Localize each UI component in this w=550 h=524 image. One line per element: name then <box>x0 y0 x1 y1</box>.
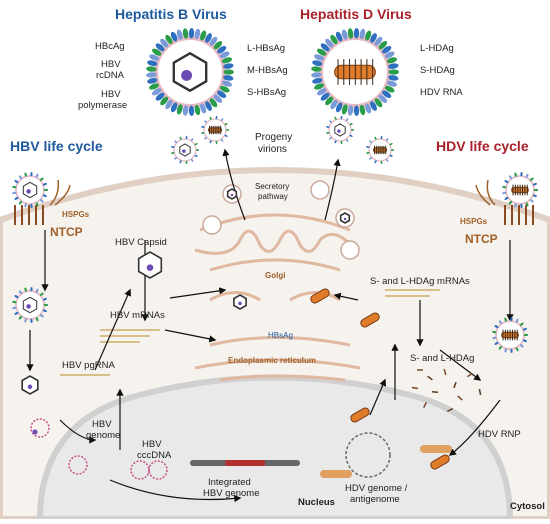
entering-hbv-icon <box>12 171 49 209</box>
hdag-protein-mark <box>423 401 427 409</box>
integrated-label-line2: HBV genome <box>203 488 260 499</box>
golgi-vesicle <box>340 240 360 260</box>
hbsag-label: HBsAg <box>268 331 293 340</box>
hbv-capsid-label: HBV Capsid <box>115 237 167 248</box>
hdv-life-cycle-title: HDV life cycle <box>436 138 529 154</box>
ntcp-receptor-left <box>14 205 44 225</box>
genome-polymerase-dot <box>32 429 38 435</box>
hspgs-right-label: HSPGs <box>460 217 488 226</box>
legend-polymerase-line1: HBV <box>101 89 121 100</box>
endoplasmic-reticulum <box>194 336 361 382</box>
golgi-capsid-icon <box>339 212 351 224</box>
hdv-genome-label-line2: antigenome <box>350 494 400 505</box>
rnp-icon <box>350 407 370 423</box>
hbv-mrnas-label: HBV mRNAs <box>110 310 165 321</box>
ntcp-receptor-right <box>504 205 534 225</box>
er-label: Endoplasmic reticulum <box>228 356 317 365</box>
legend-l-hdag: L-HDAg <box>420 43 454 54</box>
budding-rnp-icon <box>310 288 330 304</box>
progeny-label-line1: Progeny <box>255 132 293 143</box>
hdag-protein-mark <box>478 388 482 396</box>
hbv-genome-icon <box>68 455 88 475</box>
hspg-right <box>475 179 496 206</box>
legend-polymerase-line2: polymerase <box>78 100 128 111</box>
integrated-segment <box>225 460 265 466</box>
progeny-hbv-icon <box>326 115 355 145</box>
golgi-label: Golgi <box>265 271 286 280</box>
cccdna-circle <box>148 460 168 480</box>
legend-l-hbsag: L-HBsAg <box>247 43 286 54</box>
golgi-vesicle <box>202 215 222 235</box>
hbv-genome-icon <box>30 418 50 438</box>
hdag-protein-mark <box>453 381 457 389</box>
hdv-mrna-strands <box>385 289 440 297</box>
legend-hbcag: HBcAg <box>95 41 125 52</box>
hspgs-left-label: HSPGs <box>62 210 90 219</box>
hbv-particle-icon <box>146 28 234 116</box>
hdv-genome-circle <box>345 432 391 478</box>
progeny-hdv-icon <box>366 135 395 165</box>
hdv-mrna-rod <box>320 470 352 478</box>
hspg-left <box>49 179 71 206</box>
hdv-genome-label-line1: HDV genome / <box>345 483 408 494</box>
hdv-mrna-rod <box>420 445 452 453</box>
legend-s-hbsag: S-HBsAg <box>247 87 287 98</box>
hdv-virus-title: Hepatitis D Virus <box>300 6 412 22</box>
hdag-protein-mark <box>457 395 463 401</box>
legend-s-hdag: S-HDAg <box>420 65 455 76</box>
entering-hdv-icon <box>502 171 539 209</box>
endosome-hbv-icon <box>12 286 49 324</box>
rnp-icon <box>360 312 380 328</box>
legend-rcdna-line1: HBV <box>101 59 121 70</box>
progeny-hbv-icon <box>171 135 200 165</box>
legend-rcdna-line2: rcDNA <box>96 70 124 81</box>
ntcp-left-label: NTCP <box>50 225 83 239</box>
integrated-label-line1: Integrated <box>208 477 251 488</box>
ntcp-right-label: NTCP <box>465 232 498 246</box>
cccdna-label-line1: HBV <box>142 439 162 450</box>
hbv-pgrna-label: HBV pgRNA <box>62 360 115 371</box>
hdag-protein-mark <box>467 372 473 378</box>
progeny-label-line2: virions <box>258 144 287 155</box>
hbv-genome-label-line2: genome <box>86 430 121 441</box>
hdag-protein-mark <box>431 390 439 394</box>
cytosol-label: Cytosol <box>510 501 545 512</box>
hbv-genome-label-line1: HBV <box>92 419 112 430</box>
hbv-life-cycle-title: HBV life cycle <box>10 138 103 154</box>
golgi-vesicle <box>310 180 330 200</box>
hdv-rnp-icon <box>430 454 450 470</box>
hdag-protein-mark <box>427 375 433 381</box>
golgi-capsid-icon <box>226 188 238 200</box>
cytoplasmic-capsid-icon <box>21 375 39 395</box>
budding-membrane-left <box>209 291 261 302</box>
hbv-virus-title: Hepatitis B Virus <box>115 6 227 22</box>
hdag-mrnas-label: S- and L-HDAg mRNAs <box>370 276 470 287</box>
endosome-hdv-icon <box>492 316 529 354</box>
cccdna-label-line2: cccDNA <box>137 450 172 461</box>
nucleus-membrane <box>36 374 514 522</box>
hdv-particle-icon <box>311 28 399 116</box>
hdag-protein-mark <box>443 368 447 376</box>
progeny-hdv-icon <box>201 115 230 145</box>
life-cycle-arrows <box>26 148 514 503</box>
secretory-label-line1: Secretory <box>255 182 290 191</box>
hdag-protein-label: S- and L-HDAg <box>410 353 475 364</box>
hdag-protein-mark <box>411 386 419 390</box>
nucleus-label: Nucleus <box>298 497 335 508</box>
hbv-capsid-icon <box>137 251 163 279</box>
secretory-label-line2: pathway <box>258 192 288 201</box>
hdag-protein-mark <box>446 407 454 413</box>
legend-m-hbsag: M-HBsAg <box>247 65 288 76</box>
hdv-rnp-label: HDV RNP <box>478 429 521 440</box>
legend-hdv-rna: HDV RNA <box>420 87 463 98</box>
budding-capsid-icon <box>233 294 247 310</box>
